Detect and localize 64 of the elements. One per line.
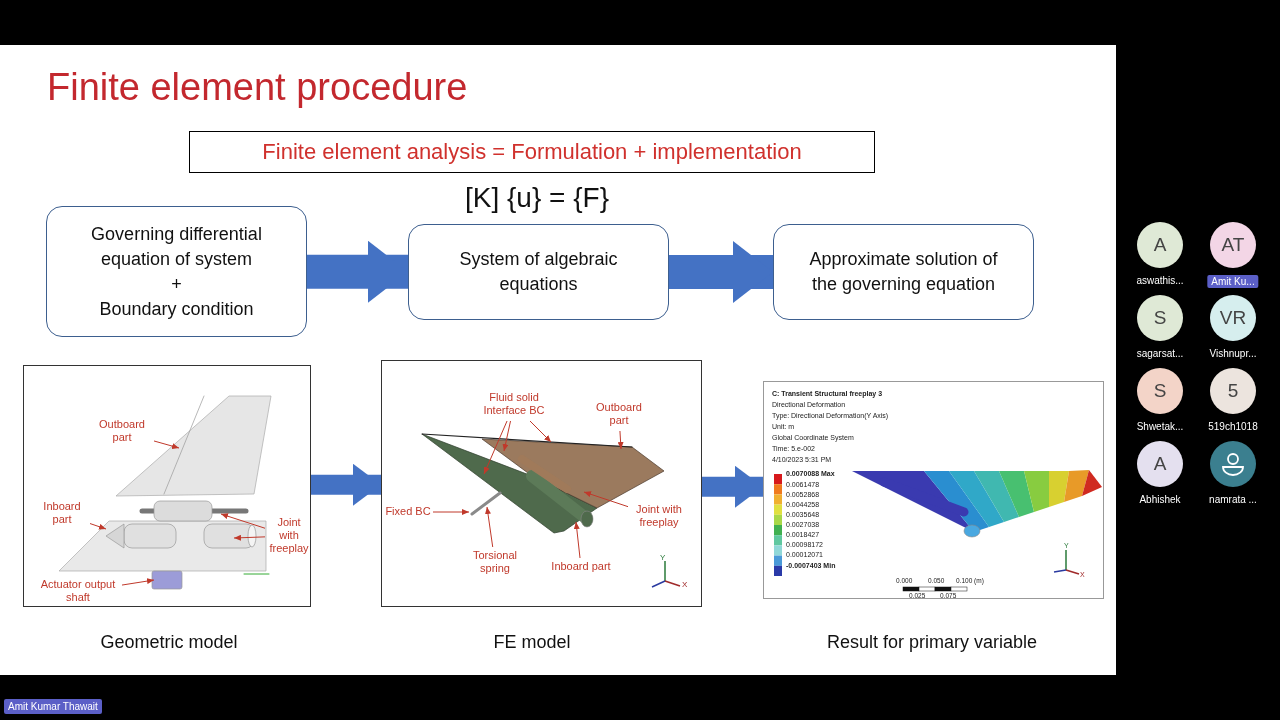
participant-name: 519ch1018 bbox=[1208, 421, 1258, 432]
avatar-circle: 5 bbox=[1210, 368, 1256, 414]
equation-box bbox=[189, 131, 875, 173]
panel-caption: Geometric model bbox=[100, 632, 238, 654]
annotation-label: Fluid solid Interface BC bbox=[477, 391, 551, 419]
annotation-label: Inboard part bbox=[548, 560, 614, 574]
panel-caption: Result for primary variable bbox=[826, 632, 1038, 654]
block-arrow bbox=[311, 463, 381, 506]
leader-line bbox=[121, 578, 155, 586]
leader-line bbox=[220, 513, 266, 529]
leader-line bbox=[153, 440, 180, 449]
box-text: System of algebraic equations bbox=[458, 248, 619, 296]
process-box bbox=[773, 224, 1034, 320]
box-text: Boundary condition bbox=[99, 297, 254, 321]
process-box bbox=[46, 206, 307, 337]
participant-name: sagarsat... bbox=[1136, 348, 1184, 359]
leader-line bbox=[502, 420, 511, 452]
leader-line bbox=[483, 420, 508, 475]
annotation-label: Joint with freeplay bbox=[267, 516, 311, 556]
box-text: Governing differential equation of system bbox=[90, 222, 263, 271]
participant-name: aswathis... bbox=[1136, 275, 1184, 286]
avatar-circle: A bbox=[1137, 441, 1183, 487]
box-text: Finite element analysis = Formulation + implementation bbox=[262, 139, 802, 165]
image-panel bbox=[763, 381, 1104, 599]
avatar-circle: AT bbox=[1210, 222, 1256, 268]
block-arrow bbox=[669, 241, 773, 303]
process-box bbox=[408, 224, 669, 320]
annotation-label: Joint with freeplay bbox=[630, 503, 688, 531]
avatar-circle: VR bbox=[1210, 295, 1256, 341]
leader-line bbox=[432, 509, 470, 515]
block-arrow bbox=[307, 240, 408, 303]
leader-line bbox=[583, 491, 629, 508]
equation-text: [K] {u} = {F} bbox=[465, 182, 609, 214]
leader-line bbox=[617, 430, 624, 450]
leader-line bbox=[529, 420, 552, 443]
slide-title: Finite element procedure bbox=[47, 66, 468, 109]
annotation-label: Inboard part bbox=[36, 500, 88, 528]
annotation-label: Actuator output shaft bbox=[36, 578, 120, 606]
avatar-circle: S bbox=[1137, 295, 1183, 341]
annotation-label: Fixed BC bbox=[385, 505, 431, 519]
box-text: Approximate solution of the governing equation bbox=[808, 248, 999, 296]
image-panel bbox=[381, 360, 702, 607]
participant-name: Abhishek bbox=[1139, 494, 1181, 505]
leader-line bbox=[573, 521, 581, 559]
axis-label: X bbox=[682, 580, 688, 589]
avatar-circle: S bbox=[1137, 368, 1183, 414]
leader-line bbox=[233, 534, 266, 541]
participant-name: Vishnupr... bbox=[1209, 348, 1257, 359]
annotation-label: Outboard part bbox=[92, 418, 152, 446]
image-panel bbox=[23, 365, 311, 607]
block-arrow bbox=[702, 465, 763, 508]
avatar-circle: A bbox=[1137, 222, 1183, 268]
leader-line bbox=[485, 506, 494, 548]
annotation-label: Outboard part bbox=[589, 401, 649, 429]
leader-line bbox=[89, 523, 107, 530]
panel-caption: FE model bbox=[493, 632, 571, 654]
name-tag: Amit Kumar Thawait bbox=[4, 699, 102, 714]
axis-label: Y bbox=[660, 553, 666, 562]
annotation-label: Torsional spring bbox=[467, 549, 523, 577]
avatar-circle bbox=[1210, 441, 1256, 487]
name-tag: Amit Ku... bbox=[1207, 275, 1259, 288]
box-text: + bbox=[171, 272, 182, 296]
participant-name: namrata ... bbox=[1209, 494, 1257, 505]
participant-name: Shwetak... bbox=[1136, 421, 1184, 432]
